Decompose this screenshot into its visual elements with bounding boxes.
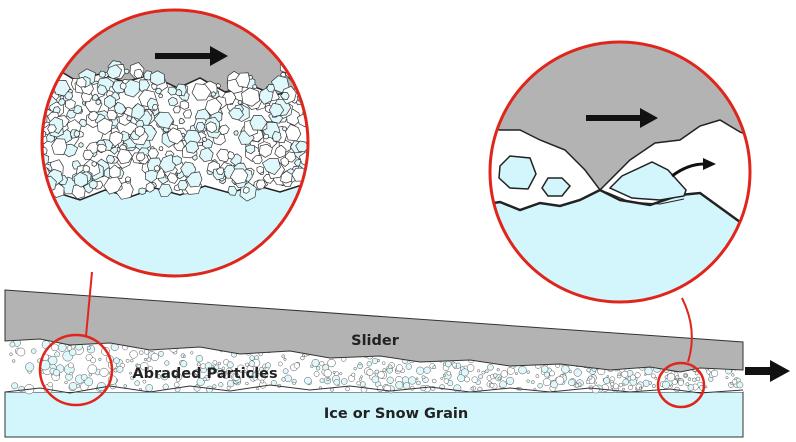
- detaching-particle-gap: [605, 191, 685, 205]
- zoom-circle-abraded: [40, 8, 310, 278]
- curved-arrow-icon: [671, 162, 705, 178]
- detaching-particle: [608, 161, 687, 201]
- main-strip: Slider Abraded Particles Ice or Snow Gra…: [4, 289, 790, 438]
- ice-surface-boundary: [4, 384, 744, 394]
- curved-arrow-head-icon: [703, 158, 716, 170]
- highlight-circle-left: [38, 333, 114, 407]
- connector-right: [681, 297, 693, 363]
- slider-block: [4, 289, 744, 373]
- abraded-particles-label: Abraded Particles: [132, 366, 277, 382]
- zoom-circle-detachment: [488, 40, 752, 304]
- right-arrow-icon: [155, 46, 228, 66]
- ice-layer: [4, 391, 744, 438]
- highlight-circle-right: [656, 361, 706, 409]
- loose-particle: [541, 177, 572, 197]
- loose-particle: [498, 155, 537, 190]
- zoom-ice-layer: [42, 183, 308, 276]
- zoom-particles: [42, 60, 308, 202]
- right-arrow-icon: [586, 108, 658, 128]
- right-arrow-icon: [745, 360, 790, 382]
- slider-label: Slider: [351, 333, 400, 349]
- connector-left: [85, 271, 93, 337]
- ice-or-snow-grain-label: Ice or Snow Grain: [324, 406, 468, 422]
